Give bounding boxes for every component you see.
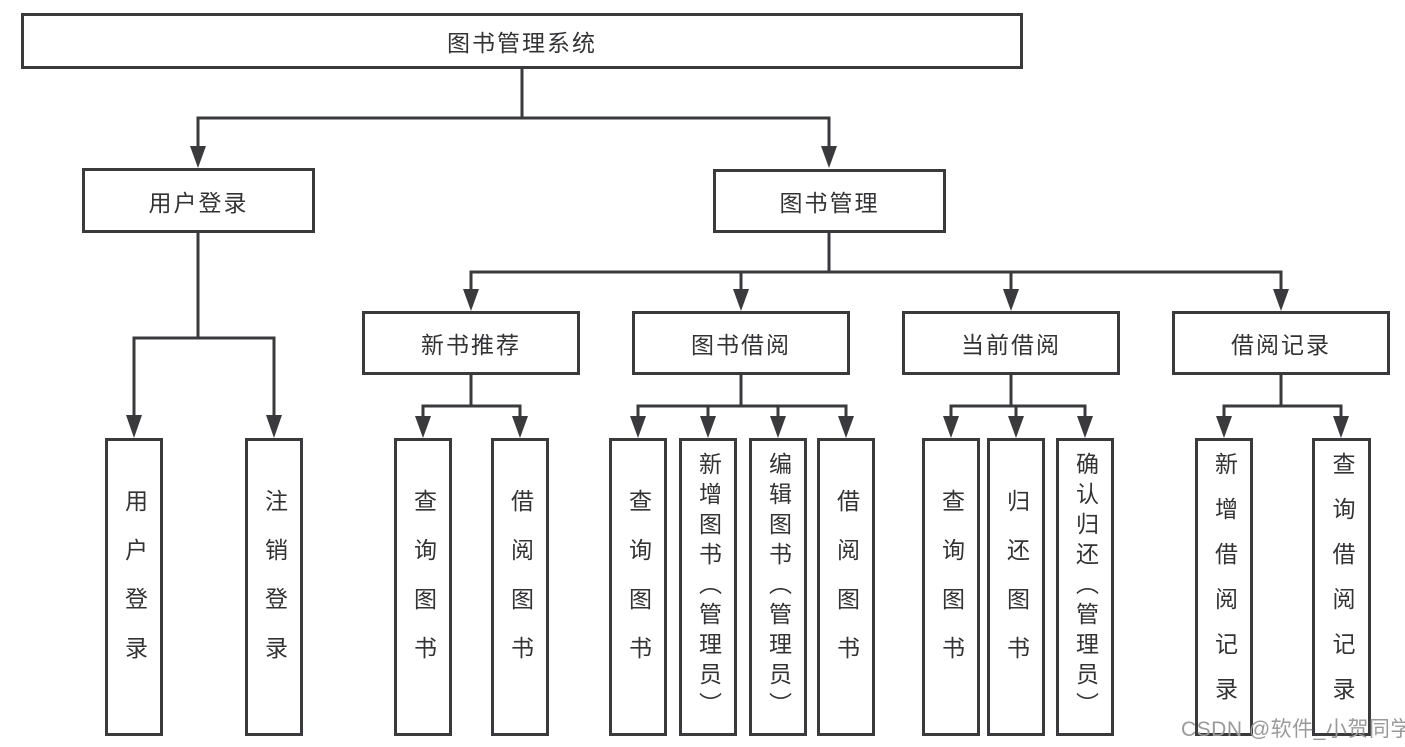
arrowhead [126,415,142,438]
arrowhead [415,416,431,438]
node-book-management: 图书管理 [713,169,946,233]
leaf-label: 用户登录 [121,489,148,685]
leaf-label: 借阅图书 [507,489,534,685]
node-root-library-system: 图书管理系统 [21,13,1023,69]
leaf-label: 编辑图书（管理员） [765,452,792,722]
arrowhead [838,416,854,438]
leaf-label: 查询图书 [410,489,437,685]
arrowhead [1273,289,1289,311]
arrowhead [821,146,837,168]
arrowhead [1003,289,1019,311]
leaf-label: 归还图书 [1003,489,1030,685]
leaf-label: 注销登录 [261,489,288,685]
leaf-label: 查询图书 [625,489,652,685]
leaf-confirm-return-admin: 确认归还（管理员） [1056,438,1114,736]
leaf-logout: 注销登录 [245,438,303,736]
leaf-query-borrow-record: 查询借阅记录 [1312,438,1371,736]
leaf-edit-book-admin: 编辑图书（管理员） [749,438,807,736]
arrowhead [700,416,716,438]
node-user-login: 用户登录 [82,168,315,233]
leaf-label: 新增借阅记录 [1211,452,1238,722]
arrowhead [1077,416,1093,438]
connector-book-mgmt [463,231,1289,311]
leaf-query-book: 查询图书 [609,438,667,736]
leaf-return-book: 归还图书 [987,438,1045,736]
leaf-label: 查询借阅记录 [1329,452,1355,722]
connector-current-borrow [943,373,1093,438]
connector-root [190,67,837,168]
leaf-label: 新增图书（管理员） [695,452,722,722]
arrowhead [1333,416,1349,438]
leaf-add-borrow-record: 新增借阅记录 [1195,438,1253,736]
leaf-label: 查询图书 [938,489,965,685]
connector-book-borrow [630,373,854,438]
arrowhead [733,289,749,311]
leaf-user-login: 用户登录 [105,438,163,736]
connector-new-book-rec [415,373,528,438]
leaf-add-book-admin: 新增图书（管理员） [679,438,737,736]
node-new-book-recommend: 新书推荐 [362,311,580,375]
node-current-borrowing: 当前借阅 [902,311,1120,375]
node-book-borrowing: 图书借阅 [632,311,850,375]
connector-borrow-records [1216,373,1349,438]
arrowhead [1216,416,1232,438]
leaf-query-book: 查询图书 [394,438,452,736]
arrowhead [512,416,528,438]
arrowhead [770,416,786,438]
leaf-label: 借阅图书 [833,489,860,685]
connector-user-login [126,231,282,438]
arrowhead [630,416,646,438]
leaf-borrow-book: 借阅图书 [491,438,549,736]
arrowhead [266,415,282,438]
arrowhead [1008,416,1024,438]
arrowhead [463,289,479,311]
node-borrow-records: 借阅记录 [1172,311,1390,375]
csdn-watermark: CSDN @软件_小贺同学 [1181,718,1405,741]
leaf-borrow-book: 借阅图书 [817,438,875,736]
leaf-query-book: 查询图书 [922,438,980,736]
arrowhead [943,416,959,438]
leaf-label: 确认归还（管理员） [1072,452,1099,722]
arrowhead [190,146,206,168]
